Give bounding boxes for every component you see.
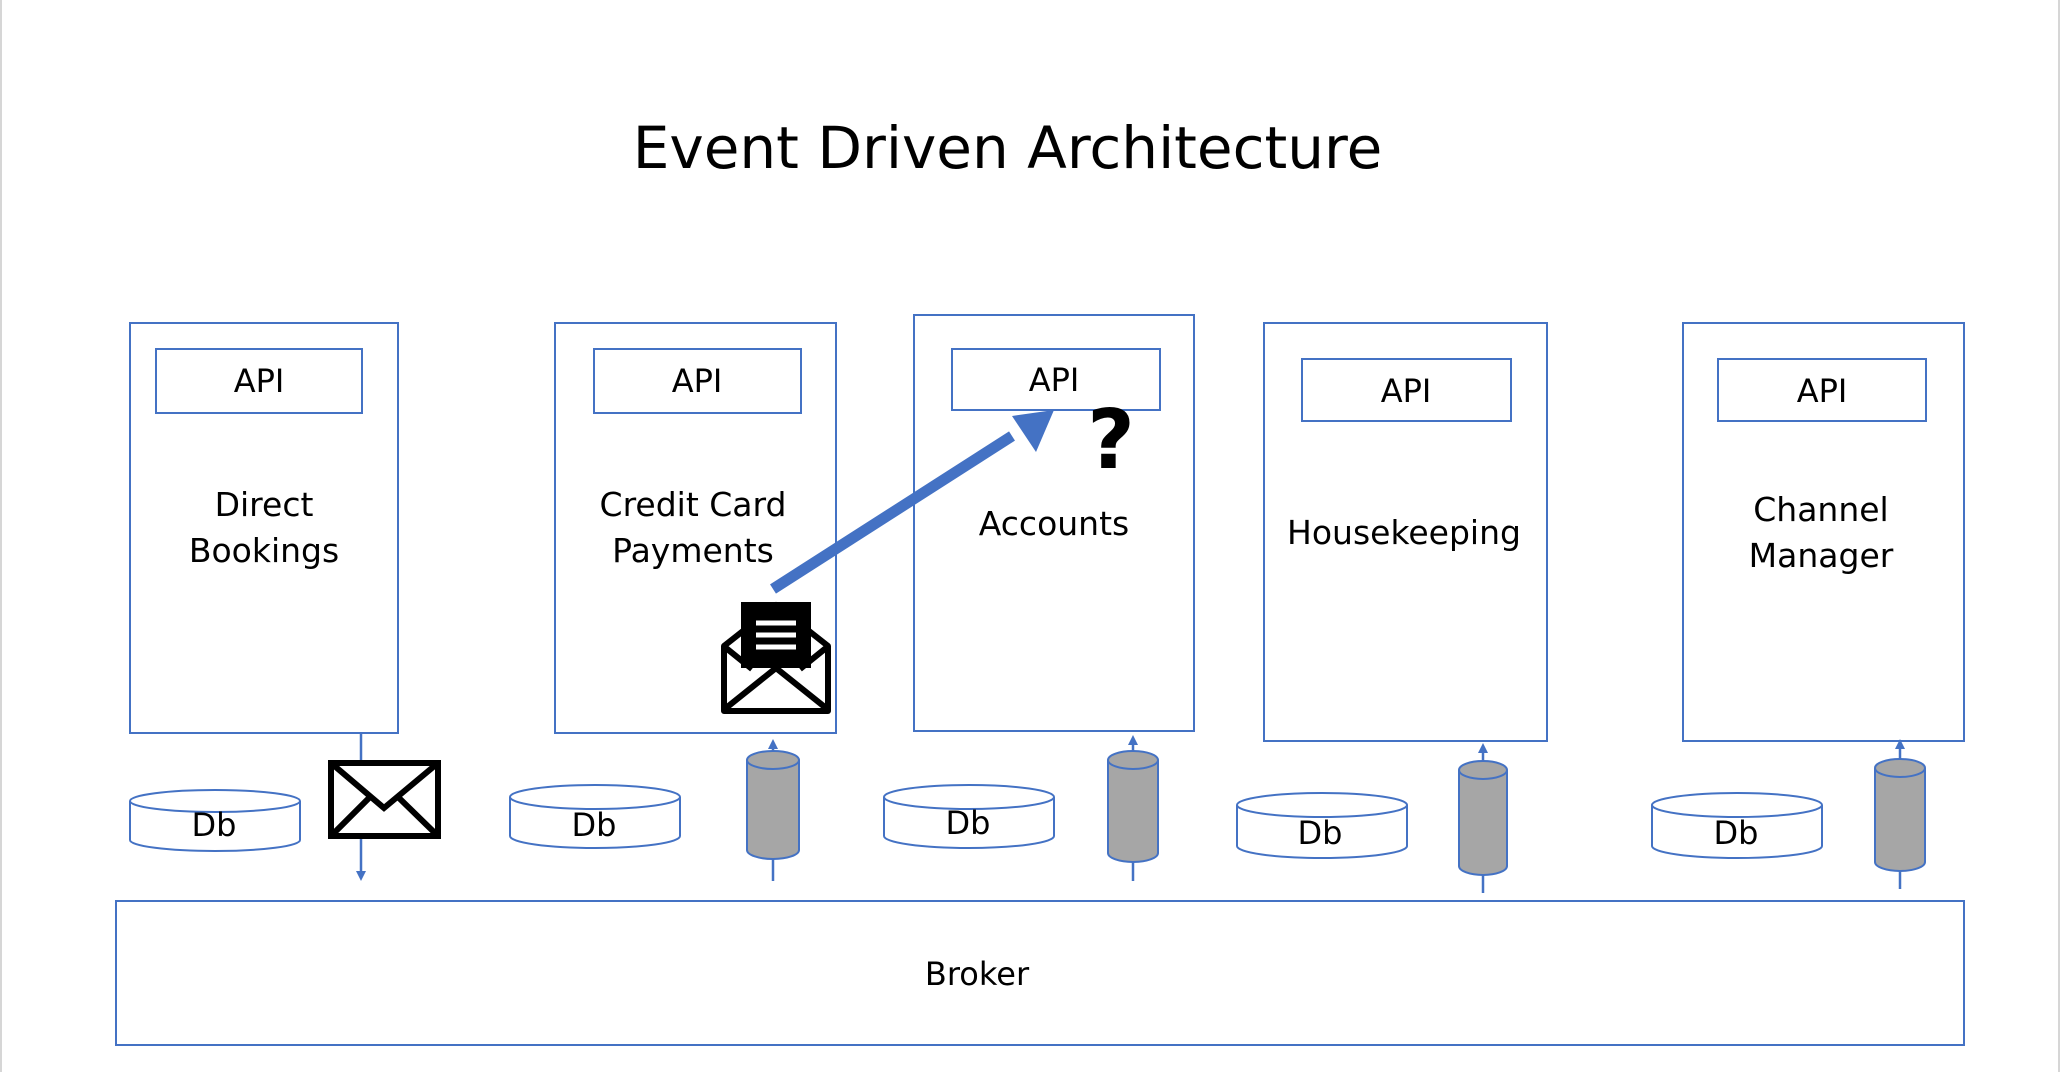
question-mark-icon: ? xyxy=(1087,393,1135,488)
open-envelope-with-letter-icon xyxy=(721,602,831,714)
service-housekeeping: API Housekeeping xyxy=(1263,322,1548,742)
api-box xyxy=(1301,358,1512,422)
db-label: Db xyxy=(1298,814,1343,852)
service-credit-card-payments: API Credit Card Payments xyxy=(554,322,837,734)
direct-call-arrow xyxy=(770,410,1054,594)
api-label: API xyxy=(672,362,723,400)
service-direct-bookings: API Direct Bookings xyxy=(129,322,399,734)
queue-credit-card-payments xyxy=(746,739,800,881)
api-box xyxy=(155,348,363,414)
queue-accounts xyxy=(1107,735,1159,881)
api-label: API xyxy=(234,362,285,400)
service-name-line-2: Manager xyxy=(1749,536,1894,575)
queue-cylinder-icon xyxy=(1874,758,1926,872)
service-accounts: API Accounts xyxy=(913,314,1195,732)
database-housekeeping: Db xyxy=(1236,792,1408,859)
db-label: Db xyxy=(572,806,617,844)
broker-label: Broker xyxy=(925,955,1030,993)
database-channel-manager: Db xyxy=(1651,792,1823,859)
api-label: API xyxy=(1381,372,1432,410)
service-name-line-1: Housekeeping xyxy=(1287,513,1521,552)
database-credit-card-payments: Db xyxy=(509,784,681,849)
service-channel-manager: API Channel Manager xyxy=(1682,322,1965,742)
db-label: Db xyxy=(946,804,991,842)
api-box xyxy=(951,348,1161,411)
svg-text:?: ? xyxy=(1087,393,1135,488)
api-box xyxy=(1717,358,1927,422)
queue-channel-manager xyxy=(1874,739,1926,889)
service-name-line-2: Bookings xyxy=(189,531,339,570)
closed-envelope-icon xyxy=(328,760,441,839)
database-icon xyxy=(509,784,681,849)
service-name-line-2: Payments xyxy=(612,531,774,570)
db-label: Db xyxy=(1714,814,1759,852)
database-icon xyxy=(129,789,301,852)
service-name-line-1: Direct xyxy=(215,485,314,524)
queue-cylinder-icon xyxy=(746,750,800,860)
database-icon xyxy=(883,784,1055,849)
database-direct-bookings: Db xyxy=(129,789,301,852)
api-box xyxy=(593,348,802,414)
queue-cylinder-icon xyxy=(1107,750,1159,863)
api-label: API xyxy=(1797,372,1848,410)
service-name-line-1: Credit Card xyxy=(600,485,787,524)
db-label: Db xyxy=(192,806,237,844)
diagram-title: Event Driven Architecture xyxy=(632,114,1383,182)
service-name-line-1: Accounts xyxy=(979,504,1129,543)
database-accounts: Db xyxy=(883,784,1055,849)
database-icon xyxy=(1236,792,1408,859)
api-label: API xyxy=(1029,361,1080,399)
queue-cylinder-icon xyxy=(1458,760,1508,876)
queue-housekeeping xyxy=(1458,743,1508,893)
broker: Broker xyxy=(115,900,1965,1046)
service-name-line-1: Channel xyxy=(1753,490,1888,529)
database-icon xyxy=(1651,792,1823,859)
